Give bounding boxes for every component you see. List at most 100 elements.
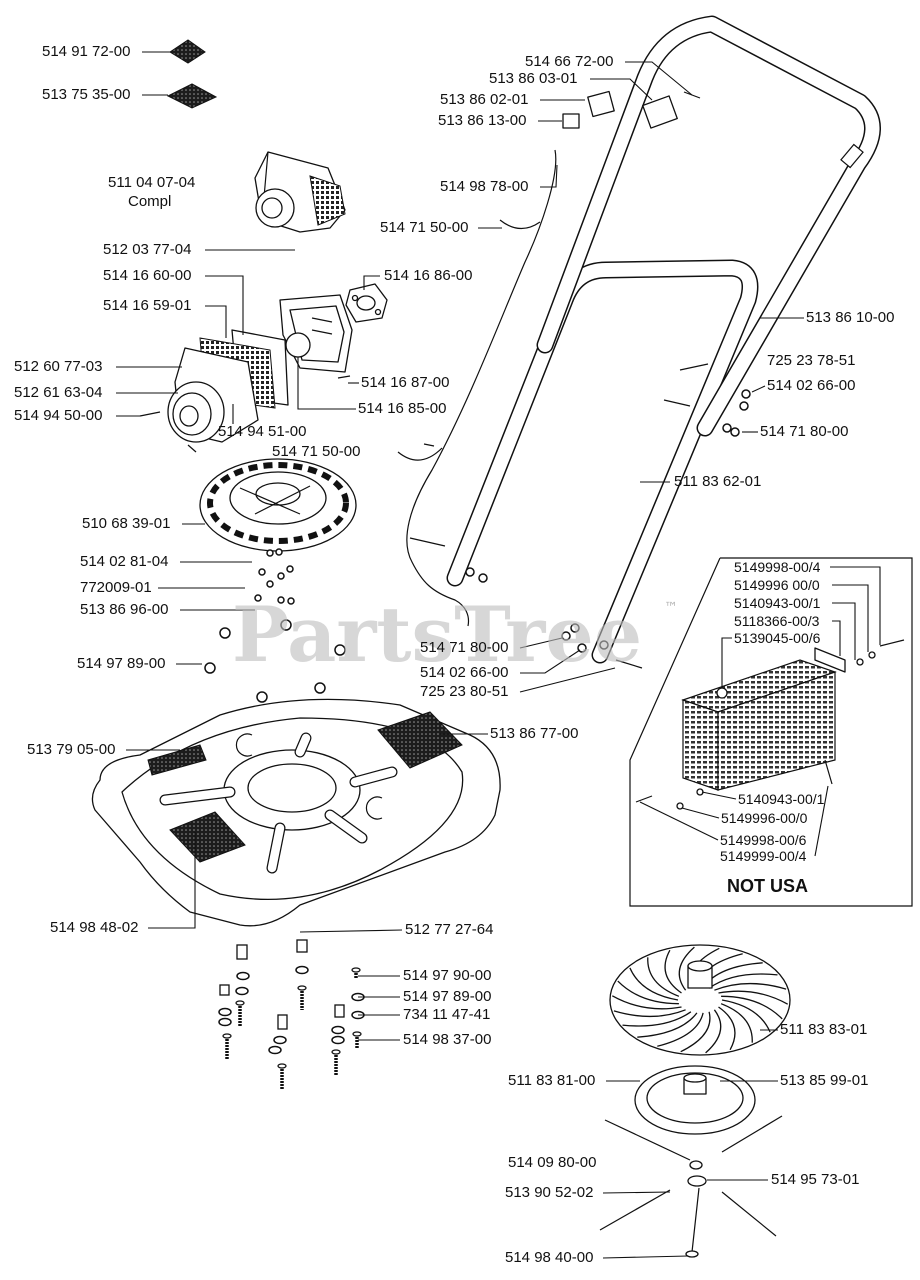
fan-blade bbox=[708, 973, 778, 989]
washer bbox=[331, 1025, 345, 1035]
handle-cable-clip bbox=[499, 219, 541, 230]
deck-decal-right bbox=[377, 711, 463, 769]
leader-line bbox=[148, 832, 196, 929]
nut bbox=[287, 597, 295, 605]
washer bbox=[273, 1035, 287, 1045]
motor-part-label: 514 16 87-00 bbox=[361, 374, 450, 391]
deck-blade-arm bbox=[295, 733, 311, 757]
leader-lines bbox=[116, 51, 881, 1259]
fan-part-label: 513 85 99-01 bbox=[780, 1072, 869, 1089]
motor-part-label: 512 60 77-03 bbox=[14, 358, 103, 375]
grass-box-part-label: 5149996-00/0 bbox=[721, 810, 808, 826]
fan-part-label: 511 83 81-00 bbox=[508, 1072, 596, 1089]
filter-disc-drawing bbox=[199, 458, 357, 552]
fan-part-label: 514 09 80-00 bbox=[508, 1154, 597, 1171]
grass-box-screw bbox=[824, 759, 833, 785]
deck-drawing bbox=[91, 698, 501, 927]
leader-line bbox=[832, 584, 869, 652]
fan-bolt-head bbox=[685, 1250, 699, 1258]
fan-blade bbox=[678, 946, 695, 991]
handle-grip bbox=[840, 143, 864, 169]
deck-part-label: 510 68 39-01 bbox=[82, 515, 171, 532]
gasket-center-hole bbox=[356, 295, 376, 311]
fan-blade bbox=[664, 949, 682, 994]
fan-bolt bbox=[691, 1187, 700, 1253]
motor-part-label: 514 71 50-00 bbox=[272, 443, 361, 460]
decal-group bbox=[166, 39, 218, 109]
deck-decal-bottom bbox=[169, 811, 246, 863]
screw-head bbox=[297, 985, 307, 991]
handle-part-label: 514 66 72-00 bbox=[525, 53, 614, 70]
nut bbox=[280, 619, 292, 631]
fan-blade bbox=[617, 980, 679, 1005]
grass-box-part-label: 5139045-00/6 bbox=[734, 630, 821, 646]
handle-part-label: 514 98 78-00 bbox=[440, 178, 529, 195]
fan-blade bbox=[647, 957, 680, 997]
motor-part-label: 512 03 77-04 bbox=[103, 241, 192, 258]
deck-blade-arm bbox=[267, 823, 285, 873]
grass-box-washer bbox=[676, 802, 684, 810]
screw-head bbox=[352, 1031, 362, 1037]
upper-handle-tube-inner bbox=[538, 17, 880, 435]
leader-line bbox=[205, 275, 244, 335]
nut bbox=[219, 627, 231, 639]
deck-center-hole bbox=[247, 763, 337, 813]
not-usa-panel bbox=[629, 557, 913, 907]
deck-part-label: 514 97 89-00 bbox=[77, 655, 166, 672]
deck-blade-arm bbox=[160, 787, 235, 805]
nut bbox=[722, 423, 732, 433]
handle-drawing bbox=[406, 15, 881, 669]
cable-clip-end bbox=[423, 443, 435, 447]
handle-part-label: 513 86 02-01 bbox=[440, 91, 529, 108]
nut bbox=[254, 594, 262, 602]
grass-box-part-label: 5149996 00/0 bbox=[734, 577, 820, 593]
not-usa-frame bbox=[629, 557, 913, 907]
deck-part-label: 514 98 37-00 bbox=[403, 1031, 492, 1048]
handle-part-label: 514 71 80-00 bbox=[760, 423, 849, 440]
deck-blade-arm bbox=[350, 767, 397, 787]
deck-part-label: 512 77 27-64 bbox=[405, 921, 494, 938]
nut bbox=[570, 623, 580, 633]
fan-hub-drawing bbox=[599, 960, 783, 1258]
nut bbox=[465, 567, 475, 577]
leader-line bbox=[519, 667, 616, 693]
handle-bracket bbox=[587, 90, 615, 118]
handle-part-label: 725 23 80-51 bbox=[420, 683, 509, 700]
nut bbox=[266, 549, 274, 557]
washer bbox=[218, 1007, 232, 1017]
fan-housing-screw bbox=[337, 375, 351, 379]
deck-part-label: 514 98 48-02 bbox=[50, 919, 139, 936]
deck-part-label: 513 86 96-00 bbox=[80, 601, 169, 618]
nut bbox=[286, 565, 294, 573]
fan-blade bbox=[657, 1012, 704, 1047]
fan-washer bbox=[687, 1175, 707, 1187]
nut bbox=[478, 573, 488, 583]
handle-clip bbox=[562, 113, 580, 129]
washer bbox=[218, 1017, 232, 1027]
deck-wheel-clip bbox=[235, 733, 253, 757]
motor-unit-note: Compl bbox=[128, 193, 172, 210]
washer bbox=[331, 1035, 345, 1045]
grass-box-screw bbox=[635, 795, 653, 803]
deck-blade-arm bbox=[325, 810, 367, 843]
not-usa-title: NOT USA bbox=[727, 876, 808, 896]
washer bbox=[235, 986, 249, 996]
fan-blade bbox=[705, 1009, 722, 1054]
fan-blade bbox=[714, 982, 787, 991]
washer bbox=[295, 965, 309, 975]
handle-part-label: 513 86 10-00 bbox=[806, 309, 895, 326]
fan-housing-drawing bbox=[279, 283, 443, 461]
leader-line bbox=[701, 791, 737, 800]
leader-line bbox=[520, 649, 581, 674]
deck-part-label: 514 97 90-00 bbox=[403, 967, 492, 984]
handle-cable bbox=[406, 149, 557, 627]
nut bbox=[258, 568, 266, 576]
motor-part-label: 514 16 60-00 bbox=[103, 267, 192, 284]
switch-unit-cap bbox=[261, 197, 283, 219]
spacer bbox=[296, 939, 308, 953]
grass-box-screw bbox=[879, 639, 905, 647]
spacer bbox=[236, 944, 248, 960]
fan-drawing bbox=[609, 944, 791, 1056]
